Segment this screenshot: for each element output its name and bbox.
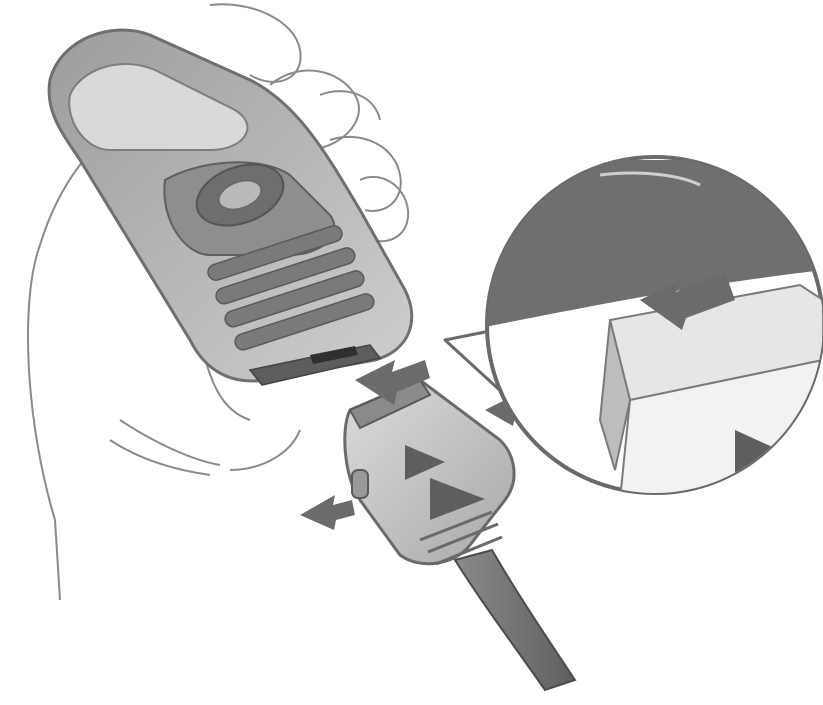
- mobile-phone: [49, 30, 412, 385]
- charger-cable: [455, 550, 575, 690]
- push-arrow-icon: [300, 495, 355, 530]
- charger-plug: [345, 380, 514, 564]
